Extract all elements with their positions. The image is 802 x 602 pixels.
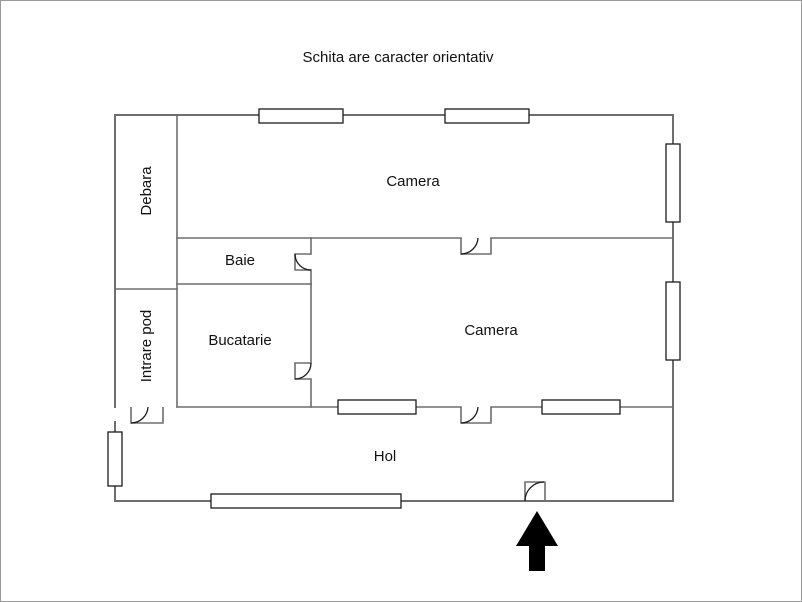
window-right-upper xyxy=(665,143,681,223)
door-bucatarie-jamb xyxy=(294,362,311,380)
door-bucatarie xyxy=(294,362,312,380)
door-camera-top xyxy=(460,237,492,255)
room-label-intrare-pod: Intrare pod xyxy=(138,310,155,383)
room-label-bucatarie: Bucatarie xyxy=(208,332,271,349)
room-label-hol: Hol xyxy=(374,448,397,465)
door-baie-arc xyxy=(294,253,312,271)
door-entrance-jamb xyxy=(524,481,546,501)
entrance-arrow-icon xyxy=(516,511,558,571)
door-bucatarie-arc xyxy=(294,362,312,380)
room-label-baie: Baie xyxy=(225,252,255,269)
door-camera-bottom-arc xyxy=(460,406,479,424)
window-top-left xyxy=(258,108,344,124)
room-labels: Debara Camera Baie Intrare pod Bucatarie… xyxy=(138,166,518,465)
door-camera-bottom xyxy=(460,406,492,424)
door-baie xyxy=(294,253,312,271)
door-intrare-pod-arc xyxy=(130,406,149,424)
room-label-camera-top: Camera xyxy=(386,173,440,190)
door-entrance-arc xyxy=(524,481,545,502)
window-bottom xyxy=(210,493,402,509)
doors xyxy=(130,237,546,502)
door-intrare-pod xyxy=(130,406,164,424)
window-hol-top-right xyxy=(541,399,621,415)
window-hol-top-left xyxy=(337,399,417,415)
interior-walls xyxy=(114,114,674,408)
window-left xyxy=(107,431,123,487)
windows xyxy=(107,108,681,509)
room-label-camera-bottom: Camera xyxy=(464,322,518,339)
window-top-right xyxy=(444,108,530,124)
window-right-lower xyxy=(665,281,681,361)
room-label-debara: Debara xyxy=(138,166,155,216)
door-intrare-pod-jamb xyxy=(130,407,164,424)
door-camera-top-jamb xyxy=(460,238,492,255)
door-entrance xyxy=(524,481,546,502)
door-camera-bottom-jamb xyxy=(460,407,492,424)
door-baie-jamb xyxy=(294,253,311,271)
page-title: Schita are caracter orientativ xyxy=(303,49,494,66)
door-camera-top-arc xyxy=(460,237,479,255)
